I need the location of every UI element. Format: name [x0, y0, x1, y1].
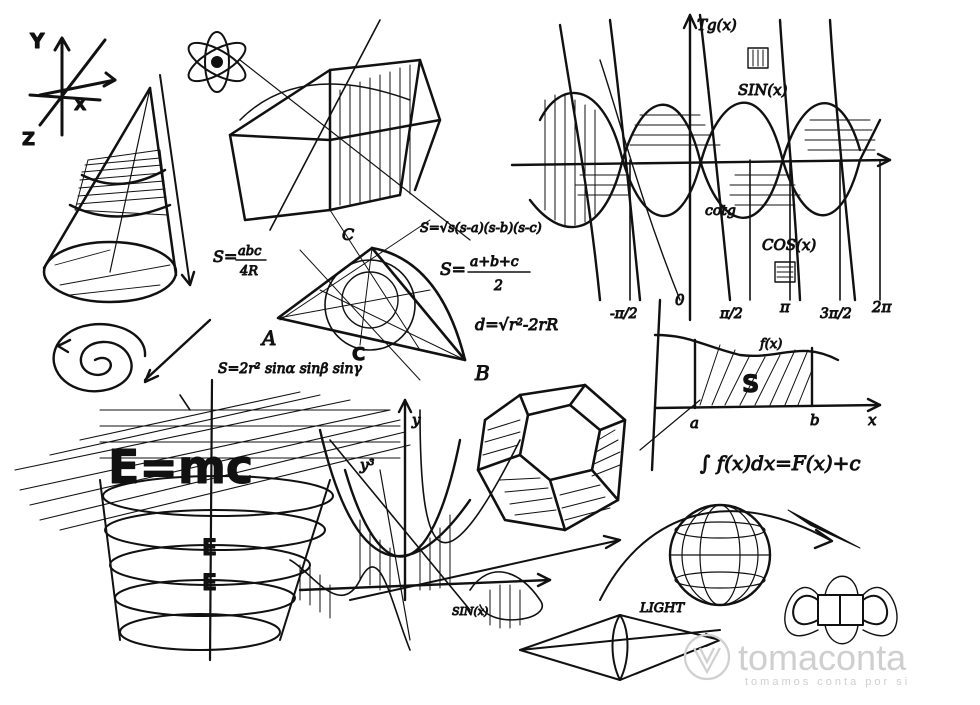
atom-icon [183, 32, 250, 92]
integral-axis-b: b [810, 411, 820, 429]
formula-half-perimeter: S= [440, 260, 466, 280]
label-cotx: cotg [705, 203, 736, 219]
formula-median: d=√r²-2rR [475, 315, 558, 334]
formula-half-perimeter-den: 2 [493, 278, 503, 294]
3d-axes [30, 38, 115, 135]
formula-energy: E=mc [108, 440, 253, 494]
axis-label-y: Y [29, 29, 45, 53]
label-e-small: E [202, 536, 217, 561]
label-cosx: COS(x) [762, 236, 816, 254]
label-sinx: SIN(x) [738, 81, 788, 99]
dodecahedron-drawing [478, 385, 625, 530]
trig-tick-neg-pi-half: -π/2 [610, 306, 638, 322]
trig-tick-zero: 0 [675, 291, 685, 309]
axis-label-z: Z [22, 129, 35, 150]
triangle-label-c-top: C [342, 225, 354, 244]
trig-tick-3pi-half: 3π/2 [820, 306, 852, 322]
formula-half-perimeter-num: a+b+c [470, 254, 519, 270]
label-fx: f(x) [759, 337, 782, 352]
cone-drawing [44, 75, 194, 302]
trig-tick-pi-half: π/2 [719, 306, 743, 322]
formula-heron-left: S= [213, 247, 237, 266]
lens-light-drawing [520, 615, 720, 680]
label-y-small: y [411, 411, 421, 429]
label-tgx: Tg(x) [697, 16, 737, 34]
globe-drawing [600, 505, 860, 605]
label-y-cubed: y³ [359, 456, 375, 474]
parabola-graph [290, 400, 620, 650]
integral-axis-a: a [690, 414, 699, 432]
watermark-logo-icon [685, 635, 729, 679]
spiral-drawing [54, 320, 210, 391]
watermark-tagline: tomamos conta por si [745, 676, 910, 688]
spring-cylinder-drawing [15, 380, 410, 660]
trig-graph [512, 15, 890, 320]
integral-axis-x: x [868, 411, 877, 429]
trig-tick-2pi: 2π [871, 298, 893, 316]
watermark-brand: tomaconta [738, 637, 907, 678]
watermark: tomaconta tomamos conta por si [685, 635, 910, 688]
triangle-label-a: A [260, 326, 276, 350]
formula-heron-left-den: 4R [239, 264, 258, 279]
prism-drawing [230, 20, 470, 240]
formula-integral: ∫ f(x)dx=F(x)+c [700, 451, 861, 475]
area-label-s: S [742, 370, 759, 398]
trig-tick-pi: π [779, 298, 791, 316]
triangle-label-c-bottom: C [352, 344, 365, 365]
magnet-drawing [785, 576, 897, 644]
integral-graph [640, 300, 880, 470]
formula-heron-left-num: abc [238, 244, 262, 259]
formula-area-line: S=2r² sinα sinβ sinγ [218, 361, 362, 377]
formula-root: S=√s(s-a)(s-b)(s-c) [420, 221, 542, 236]
triangle-label-b: B [474, 361, 490, 385]
axis-label-x: X [74, 95, 87, 114]
label-sinx-small: SIN(x) [452, 605, 488, 618]
triangle-drawing [278, 210, 465, 380]
label-e-small-2: E [202, 571, 217, 596]
label-light: LIGHT [639, 601, 685, 616]
